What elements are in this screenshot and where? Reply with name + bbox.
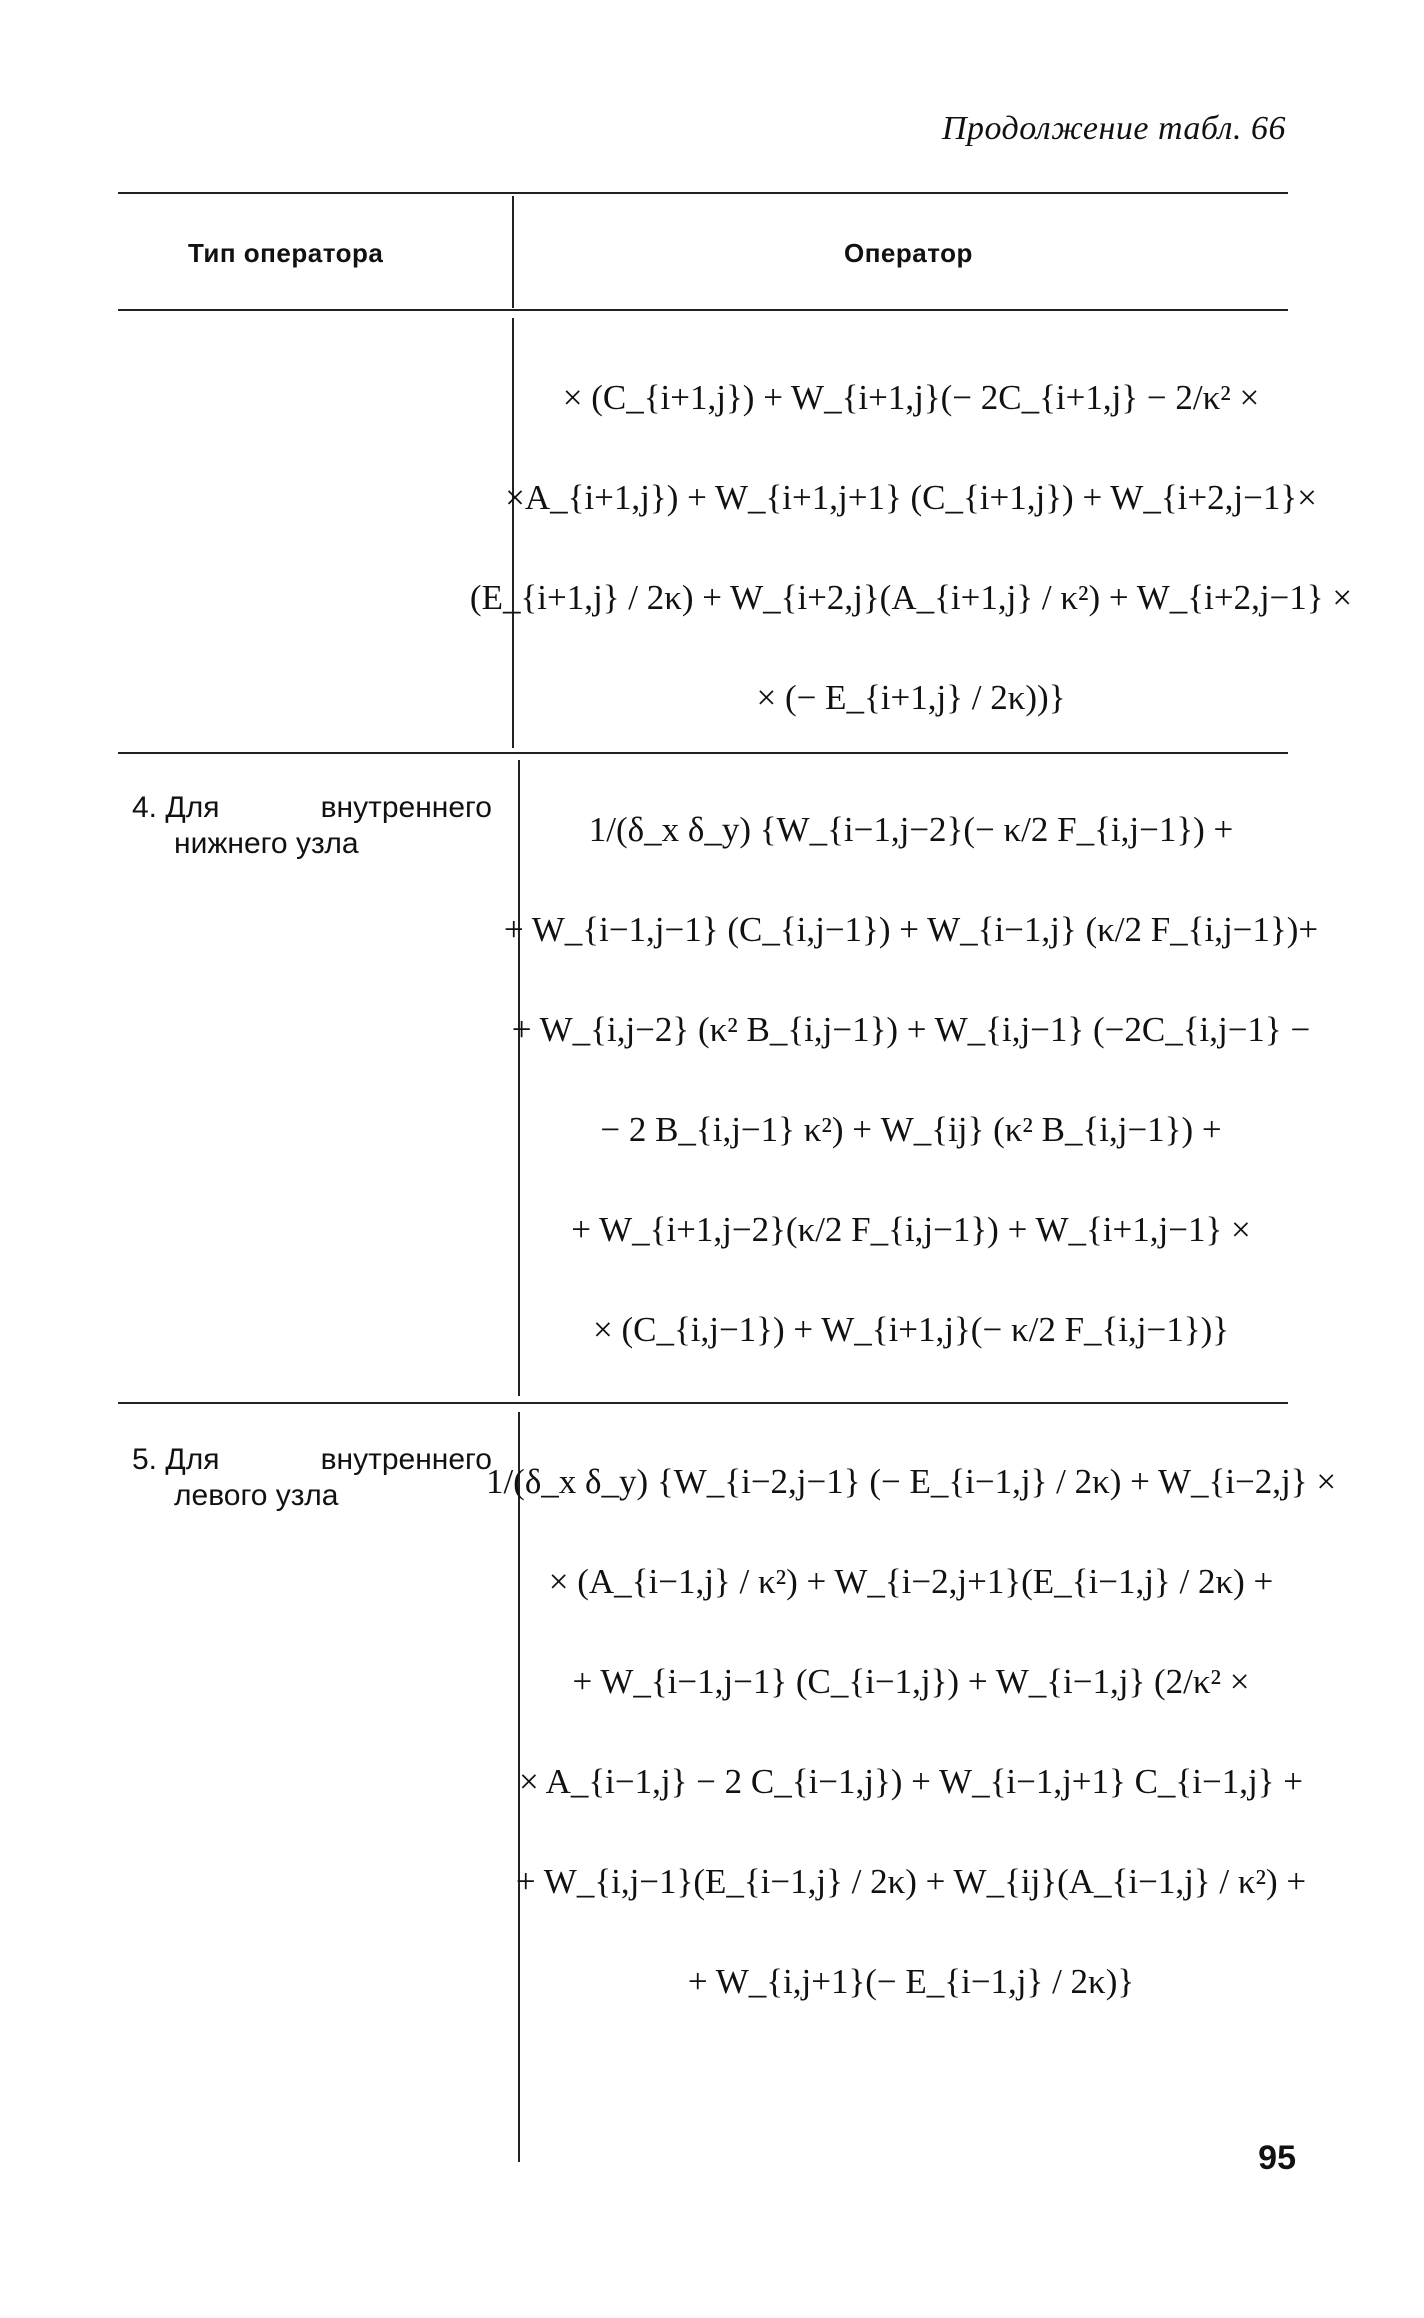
- row-number: 5. Для: [132, 1443, 220, 1476]
- column-header-operator-type: Тип оператора: [188, 238, 384, 268]
- formula-line: 1/(δ_x δ_y) {W_{i−1,j−2}(− κ/2 F_{i,j−1}…: [588, 810, 1234, 849]
- formula-line: + W_{i−1,j−1} (C_{i−1,j}) + W_{i−1,j} (2…: [572, 1662, 1250, 1701]
- formula-line: + W_{i,j−2} (κ² B_{i,j−1}) + W_{i,j−1} (…: [511, 1010, 1311, 1049]
- row-label-lower-internal-node: 4. Для внутреннего нижнего узла: [132, 790, 492, 862]
- row-label-word: внутреннего: [320, 791, 492, 824]
- column-divider-row-3: [518, 1412, 520, 2162]
- formula-line: 1/(δ_x δ_y) {W_{i−2,j−1} (− E_{i−1,j} / …: [485, 1462, 1337, 1501]
- formula-row-3: 1/(δ_x δ_y) {W_{i−2,j−1} (− E_{i−1,j} / …: [485, 1432, 1337, 2032]
- table-header-rule: [118, 309, 1288, 311]
- formula-line: + W_{i,j−1}(E_{i−1,j} / 2κ) + W_{ij}(A_{…: [515, 1862, 1307, 1901]
- column-divider-header: [512, 196, 514, 308]
- row-label-left-internal-node: 5. Для внутреннего левого узла: [132, 1442, 492, 1514]
- row-rule-2: [118, 1402, 1288, 1404]
- row-label-word: внутреннего: [320, 1443, 492, 1476]
- formula-line: + W_{i−1,j−1} (C_{i,j−1}) + W_{i−1,j} (κ…: [503, 910, 1319, 949]
- column-divider-row-2: [518, 760, 520, 1396]
- column-divider-row-1: [512, 318, 514, 748]
- row-label-line-2: левого узла: [174, 1479, 339, 1512]
- row-rule-1: [118, 752, 1288, 754]
- formula-line: + W_{i,j+1}(− E_{i−1,j} / 2κ)}: [687, 1962, 1135, 2001]
- formula-line: × (− E_{i+1,j} / 2κ))}: [756, 678, 1066, 717]
- page-number: 95: [1258, 2139, 1296, 2177]
- formula-line: − 2 B_{i,j−1} κ²) + W_{ij} (κ² B_{i,j−1}…: [600, 1110, 1222, 1149]
- formula-line: × (C_{i+1,j}) + W_{i+1,j}(− 2C_{i+1,j} −…: [562, 378, 1260, 417]
- table-continuation-caption: Продолжение табл. 66: [941, 110, 1286, 147]
- row-label-line-1: 5. Для внутреннего: [132, 1442, 492, 1478]
- column-header-operator: Оператор: [844, 238, 973, 268]
- formula-line: ×A_{i+1,j}) + W_{i+1,j+1} (C_{i+1,j}) + …: [505, 478, 1317, 517]
- row-label-line-1: 4. Для внутреннего: [132, 790, 492, 826]
- table-top-rule: [118, 192, 1288, 194]
- row-label-line-2: нижнего узла: [174, 827, 359, 860]
- formula-line: (E_{i+1,j} / 2κ) + W_{i+2,j}(A_{i+1,j} /…: [469, 578, 1353, 617]
- formula-row-1: × (C_{i+1,j}) + W_{i+1,j}(− 2C_{i+1,j} −…: [469, 348, 1353, 748]
- formula-line: × (C_{i,j−1}) + W_{i+1,j}(− κ/2 F_{i,j−1…: [592, 1310, 1230, 1349]
- formula-line: × (A_{i−1,j} / κ²) + W_{i−2,j+1}(E_{i−1,…: [548, 1562, 1274, 1601]
- formula-line: + W_{i+1,j−2}(κ/2 F_{i,j−1}) + W_{i+1,j−…: [571, 1210, 1251, 1249]
- row-number: 4. Для: [132, 791, 220, 824]
- formula-line: × A_{i−1,j} − 2 C_{i−1,j}) + W_{i−1,j+1}…: [519, 1762, 1303, 1801]
- formula-row-2: 1/(δ_x δ_y) {W_{i−1,j−2}(− κ/2 F_{i,j−1}…: [503, 780, 1319, 1380]
